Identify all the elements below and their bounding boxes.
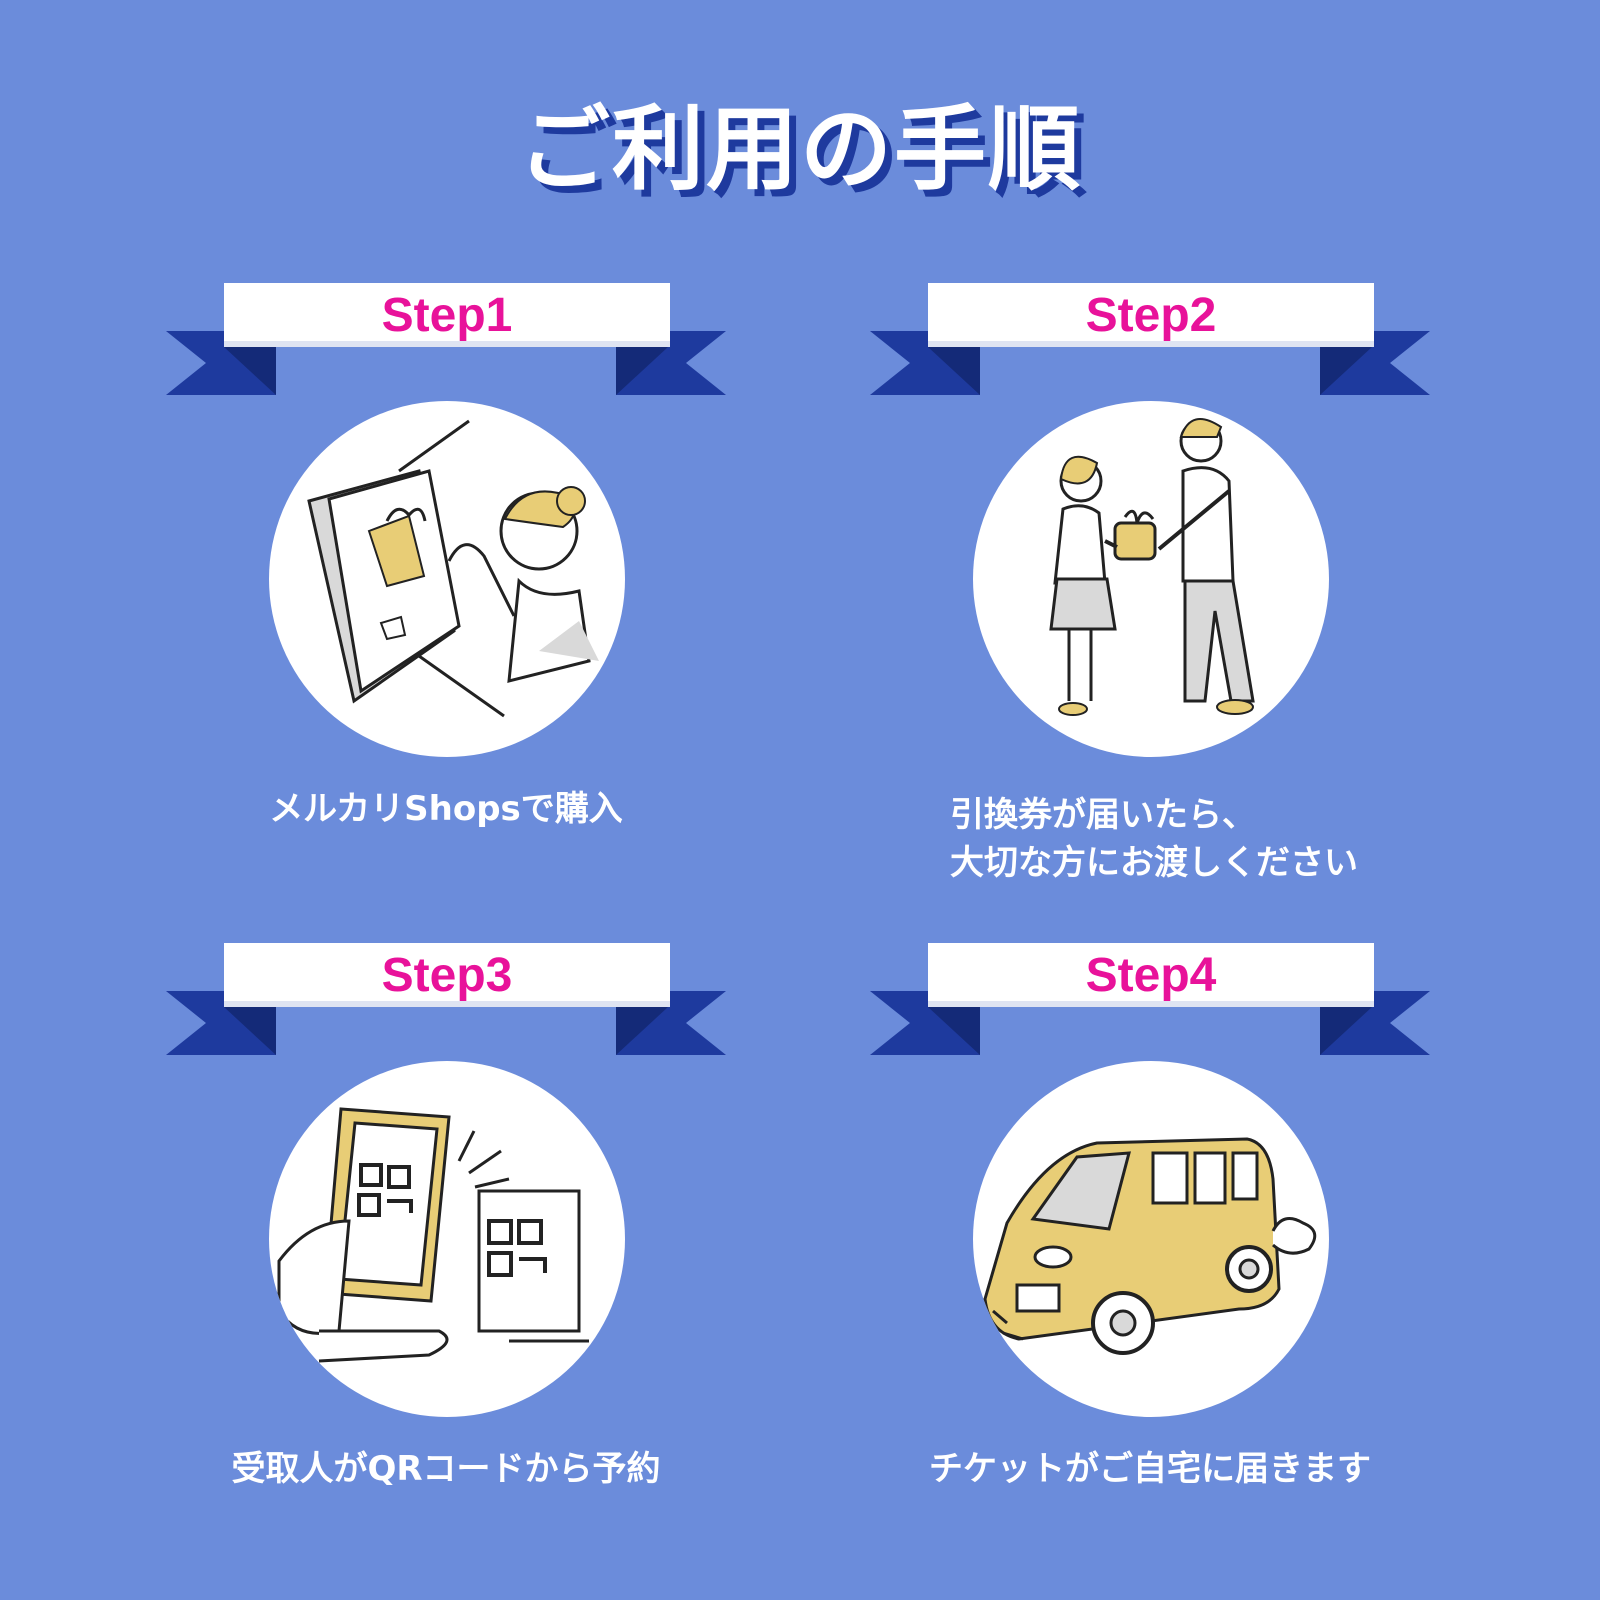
caption-line: メルカリShopsで購入	[269, 789, 623, 829]
page-title: ご利用の手順	[517, 96, 1082, 203]
step-1: Step1 メルカリShopsで購入	[166, 283, 726, 903]
ribbon-banner	[166, 283, 726, 395]
step-illustration-circle	[973, 1061, 1329, 1417]
step-label: Step3	[381, 948, 513, 1002]
step-label: Step2	[1085, 288, 1217, 342]
ribbon-banner	[870, 283, 1430, 395]
step-2: Step2 引換券が届いたら、 大切な方にお渡しください	[870, 283, 1430, 903]
step-illustration-circle	[973, 401, 1329, 757]
caption-line: チケットがご自宅に届きます	[929, 1449, 1371, 1489]
man-giving-gift-to-woman-icon	[1049, 418, 1255, 716]
step-4: Step4 チケットがご自宅に届きます	[870, 943, 1430, 1563]
step-3: Step3 受取人がQRコードから予約	[166, 943, 726, 1563]
step-label: Step1	[381, 288, 513, 342]
step-caption: 引換券が届いたら、 大切な方にお渡しください	[850, 791, 1450, 887]
step-caption: メルカリShopsで購入	[146, 785, 746, 833]
qr-code-scan-icon	[277, 1107, 589, 1363]
ribbon-banner	[870, 943, 1430, 1055]
step-illustration-circle	[269, 1061, 625, 1417]
step-illustration-circle	[269, 401, 625, 757]
woman-tapping-phone-icon	[307, 419, 599, 718]
caption-line: 受取人がQRコードから予約	[231, 1449, 661, 1489]
caption-line: 大切な方にお渡しください	[950, 843, 1358, 883]
step-caption: 受取人がQRコードから予約	[146, 1445, 746, 1493]
step-label: Step4	[1085, 948, 1217, 1002]
ribbon-banner	[166, 943, 726, 1055]
step-caption: チケットがご自宅に届きます	[850, 1445, 1450, 1493]
delivery-van-icon	[983, 1137, 1317, 1355]
caption-line: 引換券が届いたら、	[950, 795, 1256, 835]
